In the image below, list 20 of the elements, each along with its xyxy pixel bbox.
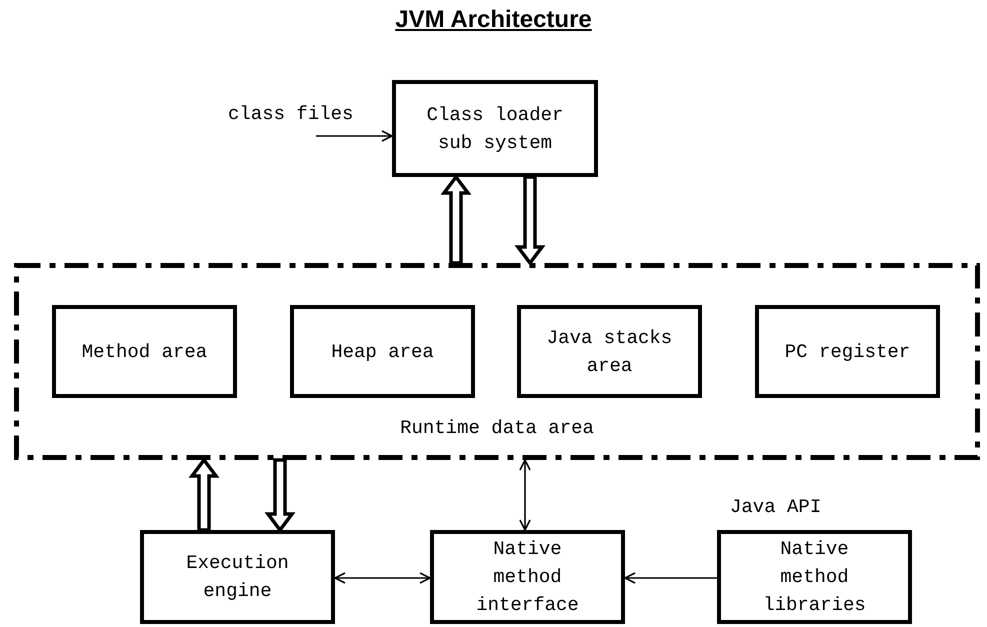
component-box: Native method libraries	[717, 530, 912, 624]
component-box: PC register	[755, 305, 940, 398]
hollow-arrow	[440, 174, 472, 265]
area-label: Runtime data area	[400, 416, 594, 441]
component-box: Heap area	[290, 305, 475, 398]
arrow	[316, 130, 393, 142]
hollow-arrow	[264, 458, 296, 533]
double-headed-arrow	[334, 572, 431, 584]
component-box: Class loader sub system	[392, 80, 598, 177]
component-box: Java stacks area	[517, 305, 702, 398]
api-label: Java API	[730, 496, 822, 518]
hollow-arrow	[188, 457, 220, 532]
component-box: Native method interface	[430, 530, 625, 624]
component-box: Method area	[52, 305, 237, 398]
diagram-title: JVM Architecture	[395, 6, 592, 33]
input-label: class files	[228, 102, 354, 127]
hollow-arrow	[514, 175, 546, 266]
component-box: Execution engine	[140, 530, 335, 624]
arrow	[624, 572, 717, 584]
double-headed-arrow	[519, 459, 531, 531]
